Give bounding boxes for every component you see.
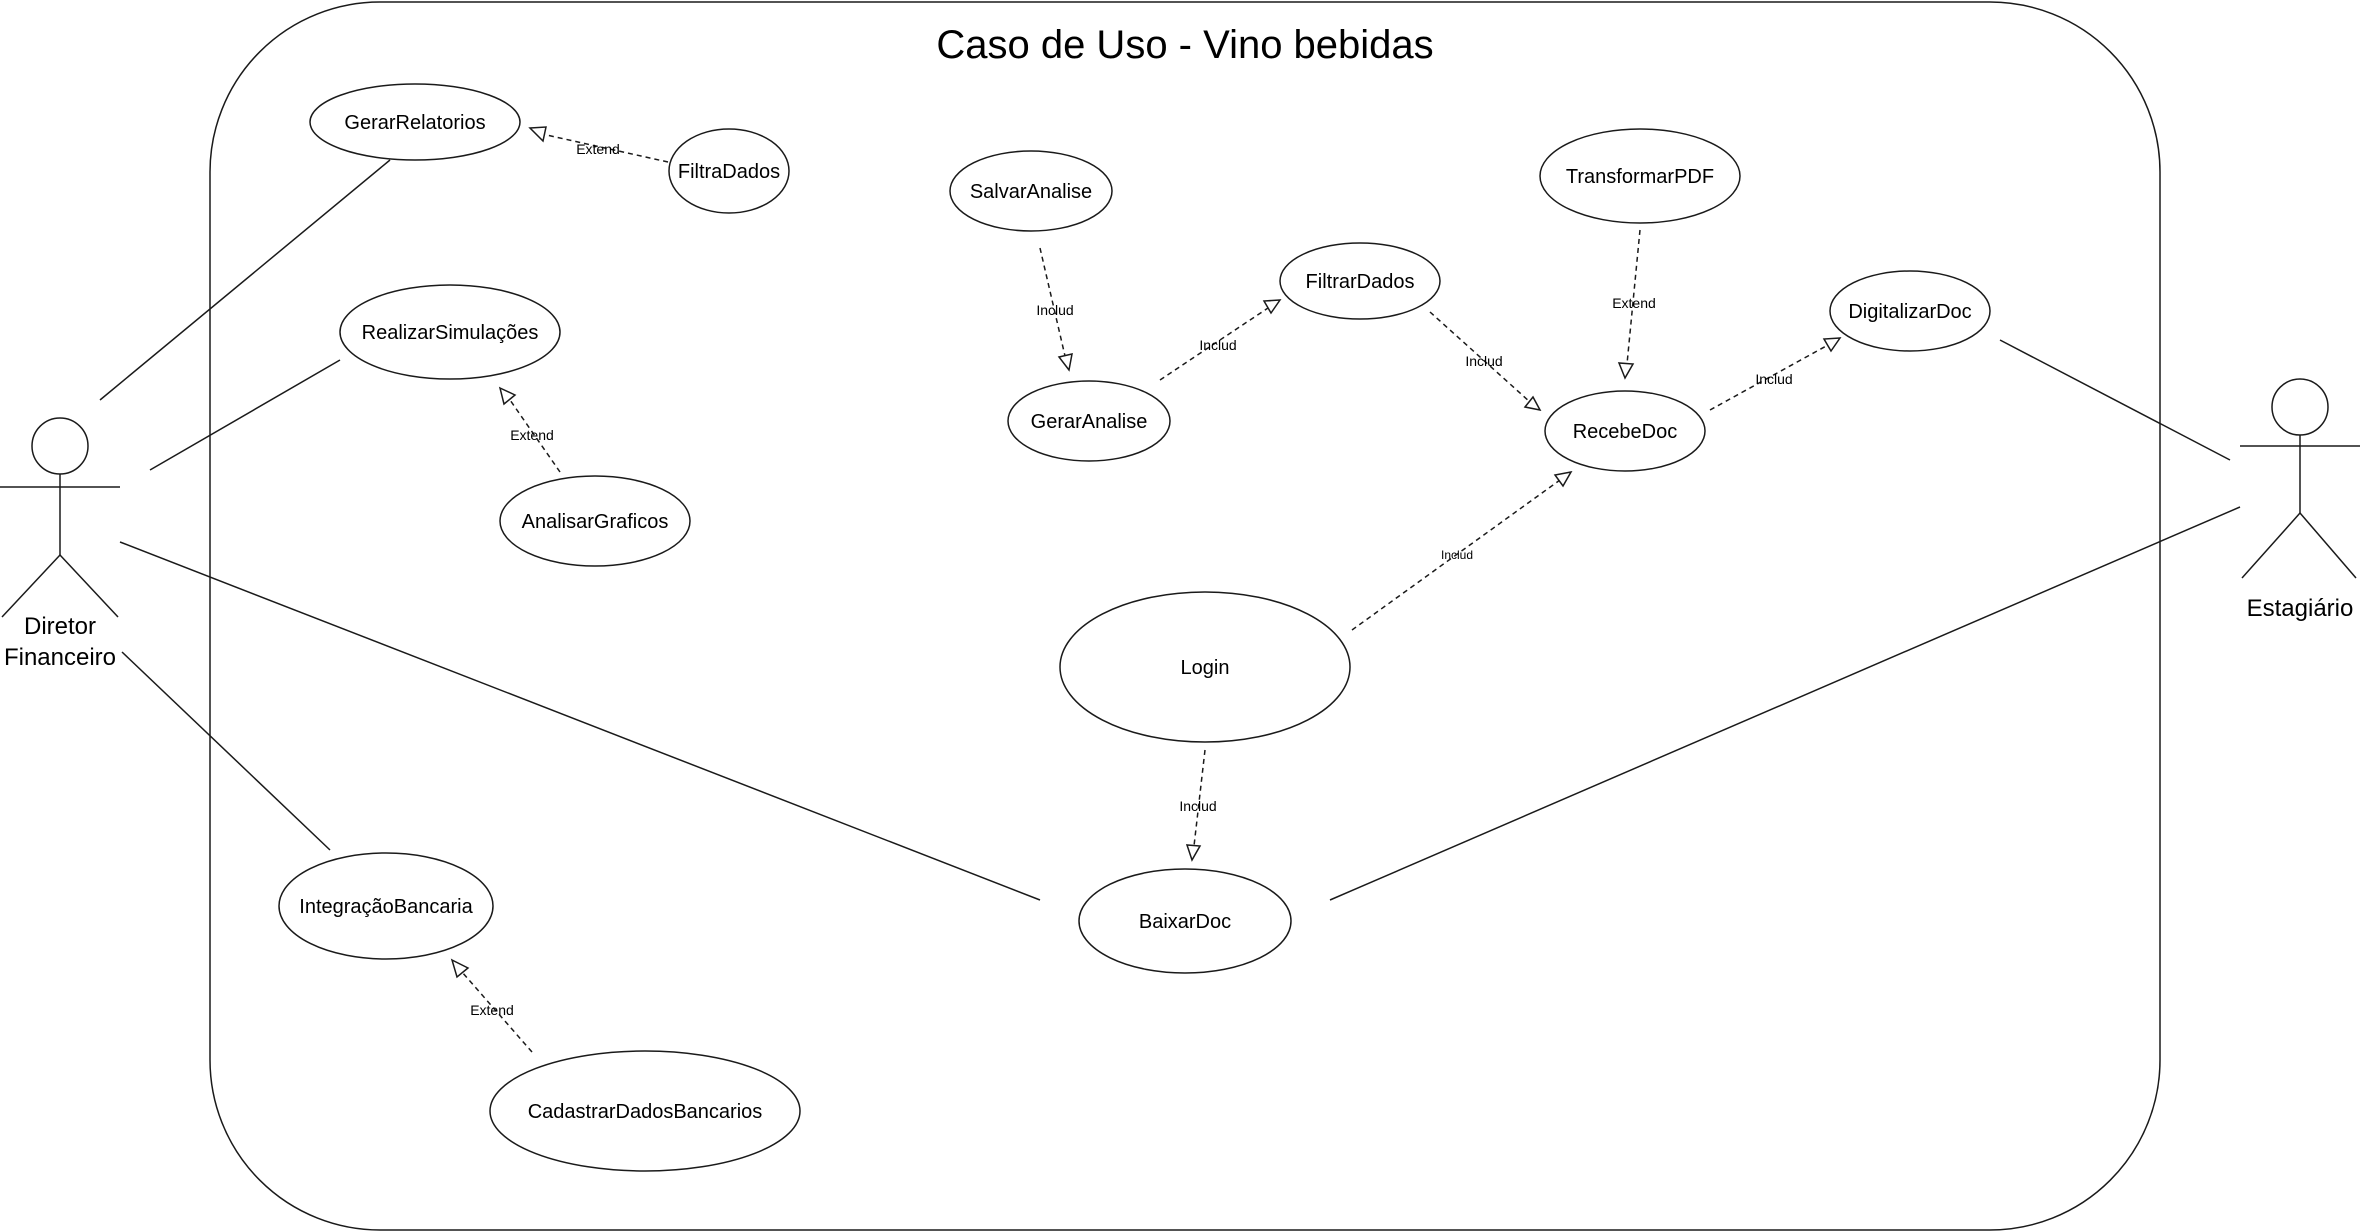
use-case-label: BaixarDoc (1139, 911, 1231, 933)
label-analisar-graficos-extend: Extend (510, 427, 554, 443)
use-case-transformar-pdf[interactable]: TransformarPDF (1539, 128, 1741, 224)
actor-head (2271, 378, 2329, 436)
label-gerar-analise-includ: Includ (1199, 337, 1236, 353)
dep-analisar-graficos-extend (509, 399, 561, 473)
assoc-estagiario-digitalizar-doc (1999, 339, 2231, 461)
arrowhead (450, 958, 470, 979)
dep-login-recebe-includ (1351, 479, 1561, 631)
label-salvar-analise-includ: Includ (1036, 302, 1073, 318)
actor-leg-right (59, 554, 119, 618)
arrowhead (528, 126, 547, 143)
use-case-gerar-relatorios[interactable]: GerarRelatorios (309, 83, 521, 161)
diagram-title: Caso de Uso - Vino bebidas (936, 23, 1433, 67)
arrowhead (1523, 395, 1542, 412)
label-cadastrar-extend: Extend (470, 1002, 514, 1018)
use-case-label: GerarAnalise (1031, 411, 1148, 433)
dep-filtra-dados-extend (541, 133, 669, 163)
assoc-estagiario-baixar-doc (1329, 506, 2241, 901)
dependencies (450, 126, 1842, 1053)
actor-leg-left (2241, 512, 2301, 579)
use-case-gerar-analise[interactable]: GerarAnalise (1007, 380, 1171, 462)
use-case-label: SalvarAnalise (970, 181, 1092, 203)
actor-estagiario[interactable]: Estagiário (2240, 378, 2360, 622)
arrowhead (498, 386, 517, 406)
arrowhead (1617, 362, 1635, 380)
assoc-diretor-baixar-doc (119, 541, 1041, 901)
dep-filtrar-dados-includ (1429, 311, 1531, 403)
system-boundary (209, 1, 2161, 1231)
use-case-label: Login (1181, 657, 1230, 679)
use-case-filtra-dados[interactable]: FiltraDados (668, 128, 790, 214)
label-login-recebe-includ: Includ (1441, 548, 1473, 562)
use-case-digitalizar-doc[interactable]: DigitalizarDoc (1829, 270, 1991, 352)
use-case-label: CadastrarDadosBancarios (528, 1101, 763, 1123)
use-case-integracao-bancaria[interactable]: IntegraçãoBancaria (278, 852, 494, 960)
assoc-diretor-gerar-relatorios (99, 159, 391, 401)
actor-label: Estagiário (2247, 595, 2354, 622)
dep-gerar-analise-includ (1159, 307, 1269, 381)
label-transformar-pdf-extend: Extend (1612, 295, 1656, 311)
arrowhead (1262, 299, 1282, 315)
use-case-label: DigitalizarDoc (1848, 301, 1971, 323)
dep-salvar-analise-includ (1039, 247, 1066, 357)
use-case-baixar-doc[interactable]: BaixarDoc (1078, 868, 1292, 974)
label-filtra-dados-extend: Extend (576, 141, 620, 157)
relation-labels: Extend Extend Includ Includ Includ Exten… (470, 141, 1792, 1018)
use-case-label: RecebeDoc (1573, 421, 1678, 443)
use-case-label: FiltrarDados (1306, 271, 1415, 293)
arrowhead (1185, 844, 1202, 862)
label-login-baixar-includ: Includ (1179, 798, 1216, 814)
use-case-label: FiltraDados (678, 161, 780, 183)
arrowhead (1057, 353, 1073, 372)
use-case-login[interactable]: Login (1059, 591, 1351, 743)
assoc-diretor-integracao-bancaria (121, 651, 331, 851)
use-case-label: GerarRelatorios (344, 112, 485, 134)
actor-head (31, 417, 89, 475)
use-case-salvar-analise[interactable]: SalvarAnalise (949, 150, 1113, 232)
use-case-label: IntegraçãoBancaria (299, 896, 473, 918)
use-case-recebe-doc[interactable]: RecebeDoc (1544, 390, 1706, 472)
arrowhead (1822, 337, 1842, 353)
use-case-label: AnalisarGraficos (522, 511, 669, 533)
associations (99, 159, 2241, 901)
dep-transformar-pdf-extend (1626, 229, 1641, 365)
arrowhead (1553, 470, 1573, 488)
dep-login-baixar-includ (1193, 749, 1206, 847)
assoc-diretor-realizar-simulacoes (149, 359, 341, 471)
use-case-label: TransformarPDF (1566, 166, 1714, 188)
use-case-label: RealizarSimulações (362, 322, 539, 344)
actor-leg-left (1, 554, 61, 618)
label-recebe-doc-includ: Includ (1755, 371, 1792, 387)
dep-recebe-doc-includ (1709, 344, 1829, 411)
use-case-cadastrar-dados-bancarios[interactable]: CadastrarDadosBancarios (489, 1050, 801, 1172)
actor-diretor-financeiro[interactable]: Diretor Financeiro (0, 417, 120, 671)
use-case-filtrar-dados[interactable]: FiltrarDados (1279, 242, 1441, 320)
actor-label-line-2: Financeiro (4, 644, 116, 671)
actor-leg-right (2299, 512, 2357, 579)
use-case-analisar-graficos[interactable]: AnalisarGraficos (499, 475, 691, 567)
label-filtrar-dados-includ: Includ (1465, 353, 1502, 369)
use-case-realizar-simulacoes[interactable]: RealizarSimulações (339, 284, 561, 380)
actor-label-line-1: Diretor (24, 613, 96, 640)
